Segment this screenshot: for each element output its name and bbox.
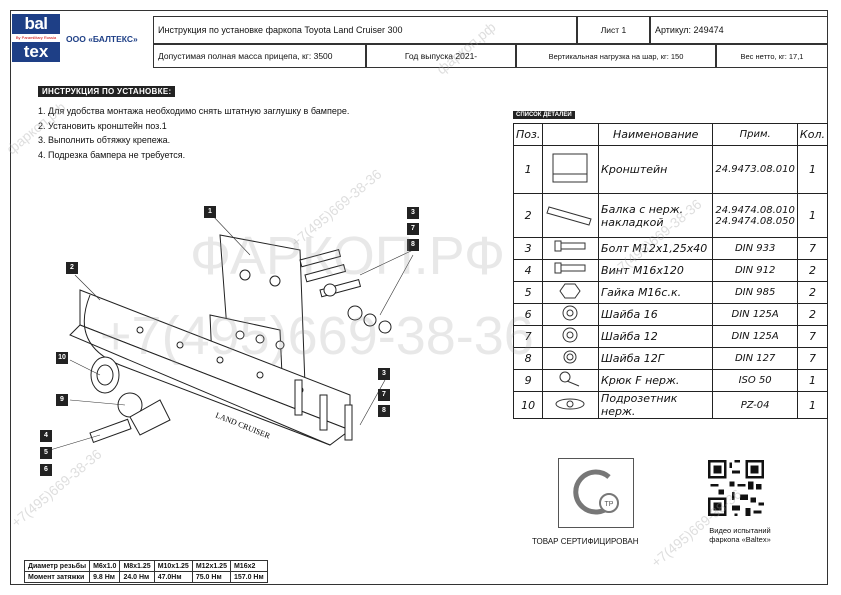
- socket-holder-part: [90, 356, 120, 394]
- bracket-thumb: [542, 145, 600, 194]
- instructions-title: ИНСТРУКЦИЯ ПО УСТАНОВКЕ:: [38, 86, 176, 97]
- callout-7b: 7: [378, 389, 390, 401]
- hook-thumb: [542, 369, 600, 392]
- instruction-step: 1. Для удобства монтажа необходимо снять…: [38, 106, 350, 116]
- callout-10: 10: [56, 352, 68, 364]
- callout-3: 3: [407, 207, 419, 219]
- logo-tagline: By Paramilitary Russia: [15, 35, 57, 40]
- tow-ball-part: [89, 392, 171, 444]
- col-name: Наименование: [598, 123, 714, 146]
- logo-line2: tex: [12, 42, 60, 62]
- baltex-logo: bal By Paramilitary Russia tex: [12, 12, 60, 62]
- table-row: 2 Балка с нерж. накладкой 24.9474.08.010…: [512, 193, 829, 238]
- callout-4: 4: [40, 430, 52, 442]
- trailer-mass: Допустимая полная масса прицепа, кг: 350…: [153, 44, 366, 68]
- certificate-mark: ТР: [558, 458, 634, 528]
- washer-thumb: [542, 325, 600, 348]
- instruction-step: 3. Выполнить обтяжку крепежа.: [38, 135, 171, 145]
- vertical-load: Вертикальная нагрузка на шар, кг: 150: [516, 44, 716, 68]
- callout-7: 7: [407, 223, 419, 235]
- instruction-step: 4. Подрезка бампера не требуется.: [38, 149, 186, 160]
- qr-label: Видео испытаний фаркопа «Baltex»: [709, 526, 771, 544]
- article-number: Артикул: 249474: [650, 16, 828, 44]
- table-row: 1 Кронштейн 24.9473.08.010 1: [512, 145, 829, 194]
- parts-header-row: Поз. Наименование Прим. Кол.: [512, 123, 829, 146]
- spring-washer-thumb: [542, 347, 600, 370]
- company-name: ООО «БАЛТЕКС»: [66, 34, 138, 44]
- table-row: 9 Крюк F нерж. ISO 50 1: [512, 369, 829, 392]
- washer-thumb: [542, 303, 600, 326]
- callout-9: 9: [56, 394, 68, 406]
- cert-mark-text: ТР: [605, 501, 614, 508]
- model-year: Год выпуска 2021-: [366, 44, 516, 68]
- beam-thumb: [542, 193, 600, 238]
- torque-table: Диаметр резьбы М6х1.0 М8х1.25 М10х1.25 М…: [23, 560, 268, 583]
- callout-5: 5: [40, 447, 52, 459]
- doc-title: Инструкция по установке фаркопа Toyota L…: [153, 16, 577, 44]
- nut-thumb: [542, 281, 600, 304]
- bolt-thumb: [542, 237, 600, 260]
- beam-part: [69, 289, 352, 446]
- callout-8: 8: [407, 239, 419, 251]
- table-row: 7 Шайба 12 DIN 125A 7: [512, 325, 829, 348]
- table-row: 3 Болт М12х1,25х40 DIN 933 7: [512, 237, 829, 260]
- logo-line1: bal: [12, 14, 60, 34]
- fasteners: [294, 249, 392, 441]
- socket-holder-thumb: [542, 391, 600, 419]
- certificate-label: ТОВАР СЕРТИФИЦИРОВАН: [532, 537, 639, 546]
- callout-3b: 3: [378, 368, 390, 380]
- callout-2: 2: [66, 262, 78, 274]
- callout-1: 1: [204, 206, 216, 218]
- sheet-number: Лист 1: [577, 16, 650, 44]
- assembly-drawing: LAND CRUISER: [49, 214, 414, 451]
- screw-thumb: [542, 259, 600, 282]
- table-row: 4 Винт М16х120 DIN 912 2: [512, 259, 829, 282]
- table-row: 10 Подрозетник нерж. PZ-04 1: [512, 391, 829, 419]
- instruction-steps: 1. Для удобства монтажа необходимо снять…: [38, 104, 349, 162]
- table-row: Диаметр резьбы М6х1.0 М8х1.25 М10х1.25 М…: [23, 560, 268, 572]
- table-row: 8 Шайба 12Г DIN 127 7: [512, 347, 829, 370]
- drawing-frame: [10, 10, 828, 585]
- qr-code: [708, 460, 764, 516]
- table-row: Момент затяжки 9.8 Нм 24.0 Нм 47.0Нм 75.…: [23, 571, 268, 583]
- callout-8b: 8: [378, 405, 390, 417]
- callout-6: 6: [40, 464, 52, 476]
- net-weight: Вес нетто, кг: 17,1: [716, 44, 828, 68]
- parts-table: Поз. Наименование Прим. Кол. 1 Кронштейн…: [512, 123, 829, 419]
- instruction-step: 2. Установить кронштейн поз.1: [38, 120, 167, 131]
- col-image: [542, 123, 600, 146]
- col-note: Прим.: [712, 123, 798, 146]
- col-qty: Кол.: [796, 123, 829, 146]
- col-pos: Поз.: [512, 123, 544, 146]
- table-row: 5 Гайка М16с.к. DIN 985 2: [512, 281, 829, 304]
- table-row: 6 Шайба 16 DIN 125A 2: [512, 303, 829, 326]
- parts-list-title: СПИСОК ДЕТАЛЕЙ: [513, 111, 575, 119]
